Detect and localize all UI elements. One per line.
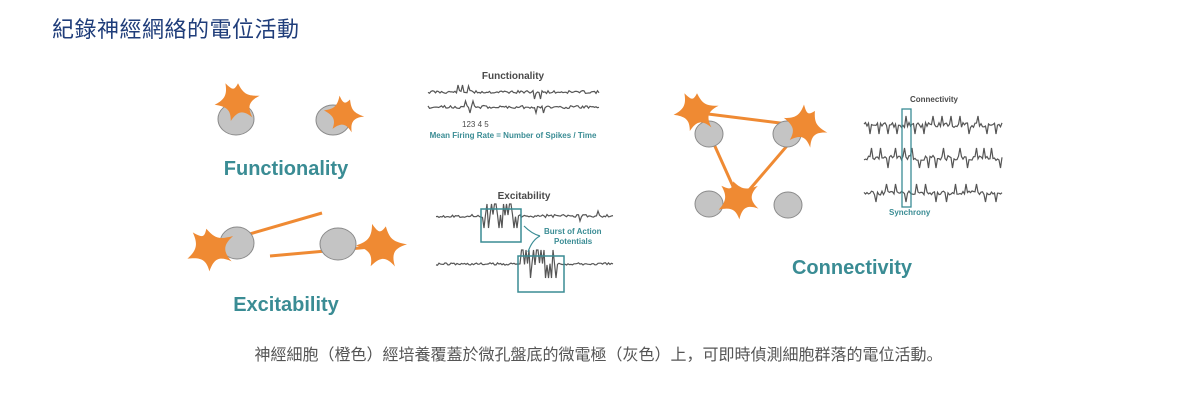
figure-caption: 神經細胞（橙色）經培養覆蓋於微孔盤底的微電極（灰色）上，可即時偵測細胞群落的電位… — [254, 345, 943, 364]
connectivity-panel: Connectivity Connectivity Synchrony — [673, 93, 1003, 279]
electrode-5 — [694, 120, 724, 148]
page-title: 紀錄神經網絡的電位活動 — [52, 18, 300, 43]
functionality-trace-title: Functionality — [482, 71, 545, 82]
synchrony-label: Synchrony — [889, 208, 931, 217]
excitability-panel: Excitability Excitability Burst of Actio… — [181, 191, 614, 316]
connectivity-label: Connectivity — [792, 257, 913, 279]
firing-rate-formula: Mean Firing Rate = Number of Spikes / Ti… — [430, 131, 597, 140]
excitability-label: Excitability — [233, 294, 339, 316]
functionality-panel: Functionality Functionality 123 4 5 Mean… — [214, 71, 600, 180]
spike-numbers: 123 4 5 — [462, 120, 489, 129]
burst-label-line2: Potentials — [554, 237, 593, 246]
burst-bracket — [523, 225, 541, 253]
functionality-label: Functionality — [224, 158, 349, 180]
functionality-traces — [427, 83, 600, 116]
burst-box-1 — [480, 208, 522, 243]
excitability-traces — [435, 203, 614, 279]
electrode-7 — [694, 190, 724, 218]
connectivity-traces — [863, 115, 1003, 203]
excitability-trace-title: Excitability — [498, 191, 551, 202]
synchrony-box — [901, 108, 912, 208]
connectivity-trace-title: Connectivity — [910, 95, 959, 104]
electrode-8 — [773, 191, 803, 219]
electrode-4 — [319, 227, 357, 261]
burst-box-2 — [517, 255, 565, 293]
burst-label-line1: Burst of Action — [544, 227, 602, 236]
neuron-4 — [352, 221, 410, 272]
